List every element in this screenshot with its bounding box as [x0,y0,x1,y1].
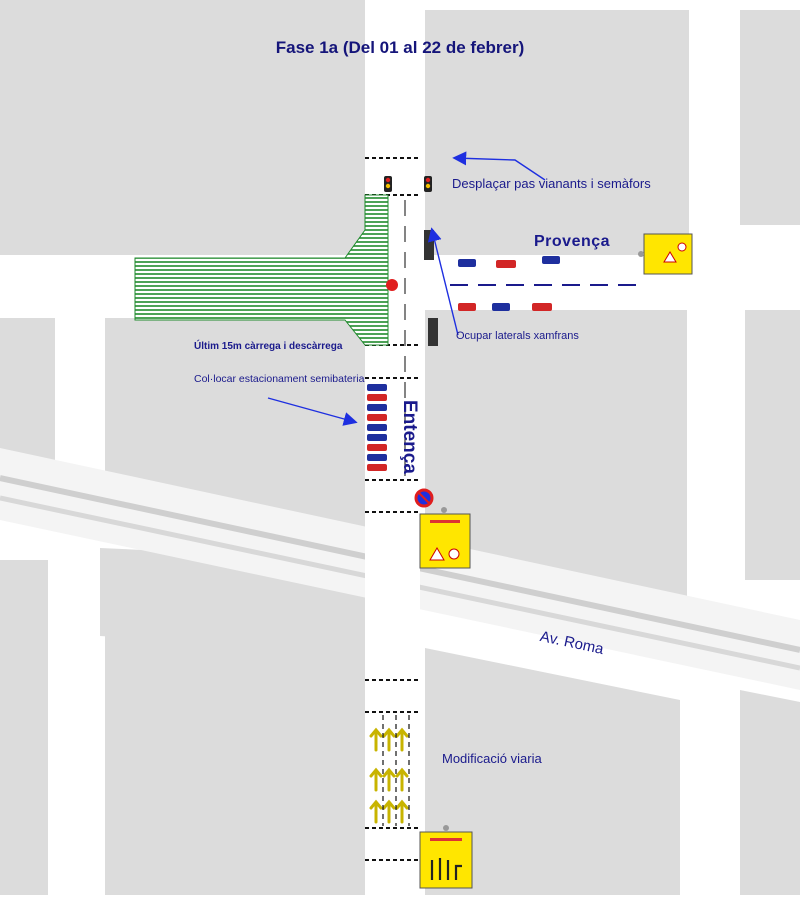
lane-arrow-icon [369,727,409,824]
note-occupy-corners: Ocupar laterals xamfrans [456,330,579,342]
provenca-road [420,255,645,310]
corner-barrier [424,230,438,346]
block [0,560,48,895]
note-semi-battery: Col·locar estacionament semibateria [194,373,365,385]
traffic-light-icon [424,176,432,192]
page-title: Fase 1a (Del 01 al 22 de febrer) [275,38,525,57]
note-road-change: Modificació viaria [442,751,542,766]
pedestrian-light-icon [386,279,398,291]
street-label-provenca: Provença [534,233,611,250]
warning-sign-icon [419,825,473,889]
note-loading-zone: Últim 15m càrrega i descàrrega [194,341,343,352]
street-label-entenca: Entença [399,400,420,474]
warning-sign-icon [419,507,471,569]
block [105,632,365,895]
traffic-light-icon [384,176,392,192]
annotation-arrow [267,151,546,426]
note-move-crossing: Desplaçar pas vianants i semàfors [452,176,651,191]
work-zone-hatch [134,194,389,346]
block [0,0,365,255]
block [740,10,800,225]
block [745,310,800,580]
block [740,690,800,895]
car-icon [458,256,560,311]
block [425,10,689,260]
block [425,648,680,895]
parking-cars [367,384,387,471]
warning-sign-icon [638,233,693,275]
no-parking-icon [414,488,434,508]
